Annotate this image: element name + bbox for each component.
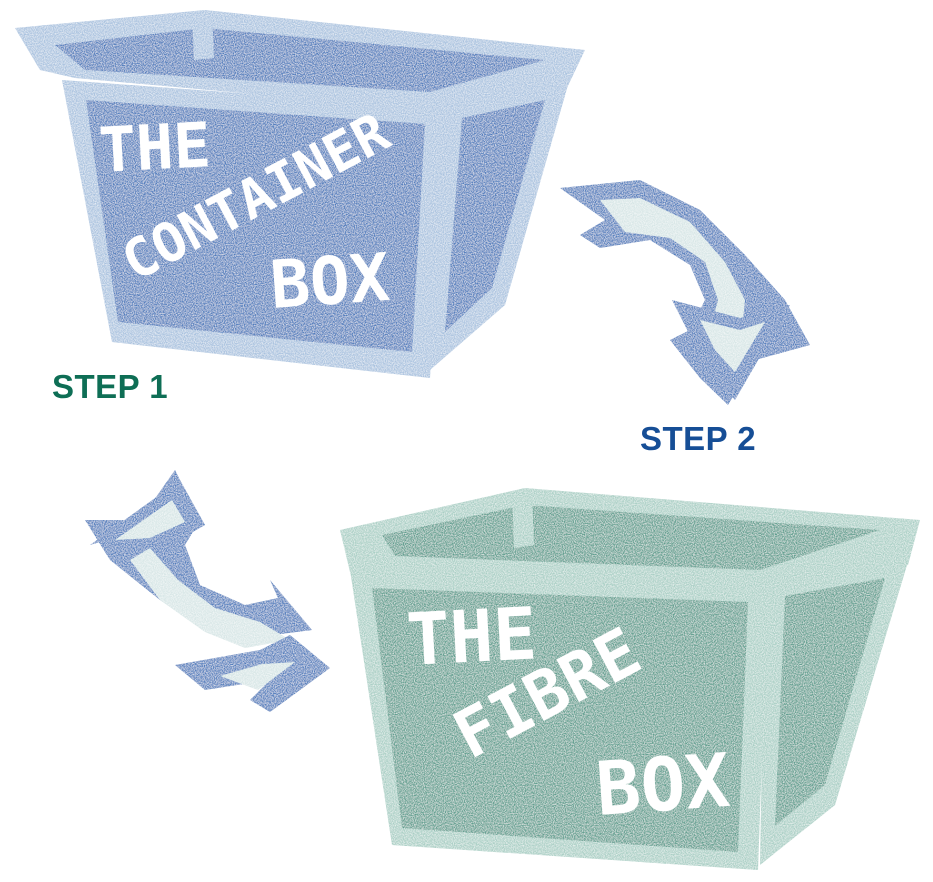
arrow-1-body [560, 180, 810, 405]
step-1-label: STEP 1 [52, 368, 168, 406]
container-box-post [192, 12, 214, 60]
recycle-arrow-icon [85, 470, 330, 712]
recycle-arrow-icon [560, 180, 810, 405]
fibre-box-post [512, 490, 534, 548]
container-box-title-line1: THE [97, 108, 213, 187]
fibre-box-title-line3: BOX [593, 738, 732, 833]
container-box-title-line3: BOX [268, 239, 392, 324]
step-2-label: STEP 2 [640, 420, 756, 458]
